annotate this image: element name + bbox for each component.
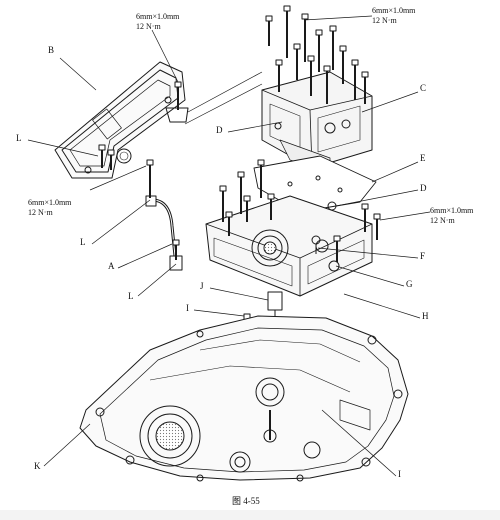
spec-torque: 12 N·m <box>136 22 161 31</box>
spec-size: 6mm×1.0mm <box>28 198 72 207</box>
callout-a: A <box>108 261 115 271</box>
spec-top-right: 6mm×1.0mm 12 N·m <box>372 6 415 26</box>
callout-d-upper: D <box>216 125 223 135</box>
leader-lines <box>27 15 431 477</box>
bolts-lower-valve-body <box>219 159 381 262</box>
spec-size: 6mm×1.0mm <box>136 12 180 21</box>
callout-c: C <box>420 83 427 93</box>
spec-torque: 12 N·m <box>28 208 53 217</box>
callout-k: K <box>34 461 41 471</box>
callout-g: G <box>406 279 413 289</box>
lower-valve-body-h <box>205 195 373 297</box>
spec-middle-left: 6mm×1.0mm 12 N·m <box>28 198 71 218</box>
callout-f: F <box>420 251 426 261</box>
filter-g <box>311 235 321 254</box>
pipe-a <box>145 195 183 271</box>
callout-b: B <box>48 45 55 55</box>
callout-j: J <box>200 281 204 291</box>
spec-size: 6mm×1.0mm <box>372 6 416 15</box>
bolts-cover-left <box>98 144 115 170</box>
spec-size: 6mm×1.0mm <box>430 206 474 215</box>
spec-torque: 12 N·m <box>372 16 397 25</box>
spec-torque: 12 N·m <box>430 216 455 225</box>
callout-h: H <box>422 311 429 321</box>
bottom-strip <box>0 510 500 520</box>
callout-e: E <box>420 153 426 163</box>
figure-caption: 图 4-55 <box>232 496 260 506</box>
bolts-upper-valve-body <box>265 5 369 104</box>
transmission-housing-k <box>79 315 409 482</box>
spec-middle-right: 6mm×1.0mm 12 N·m <box>430 206 473 226</box>
cover-plate-b <box>54 61 186 179</box>
callout-d-lower: D <box>420 183 427 193</box>
callout-l-middle: L <box>80 237 86 247</box>
callout-l-top: L <box>16 133 22 143</box>
callout-l-bottom: L <box>128 291 134 301</box>
callout-i-lower: I <box>398 469 401 479</box>
spec-top-left: 6mm×1.0mm 12 N·m <box>136 12 179 32</box>
callout-i-upper: I <box>186 303 189 313</box>
bolts-pipe-l <box>146 159 180 260</box>
